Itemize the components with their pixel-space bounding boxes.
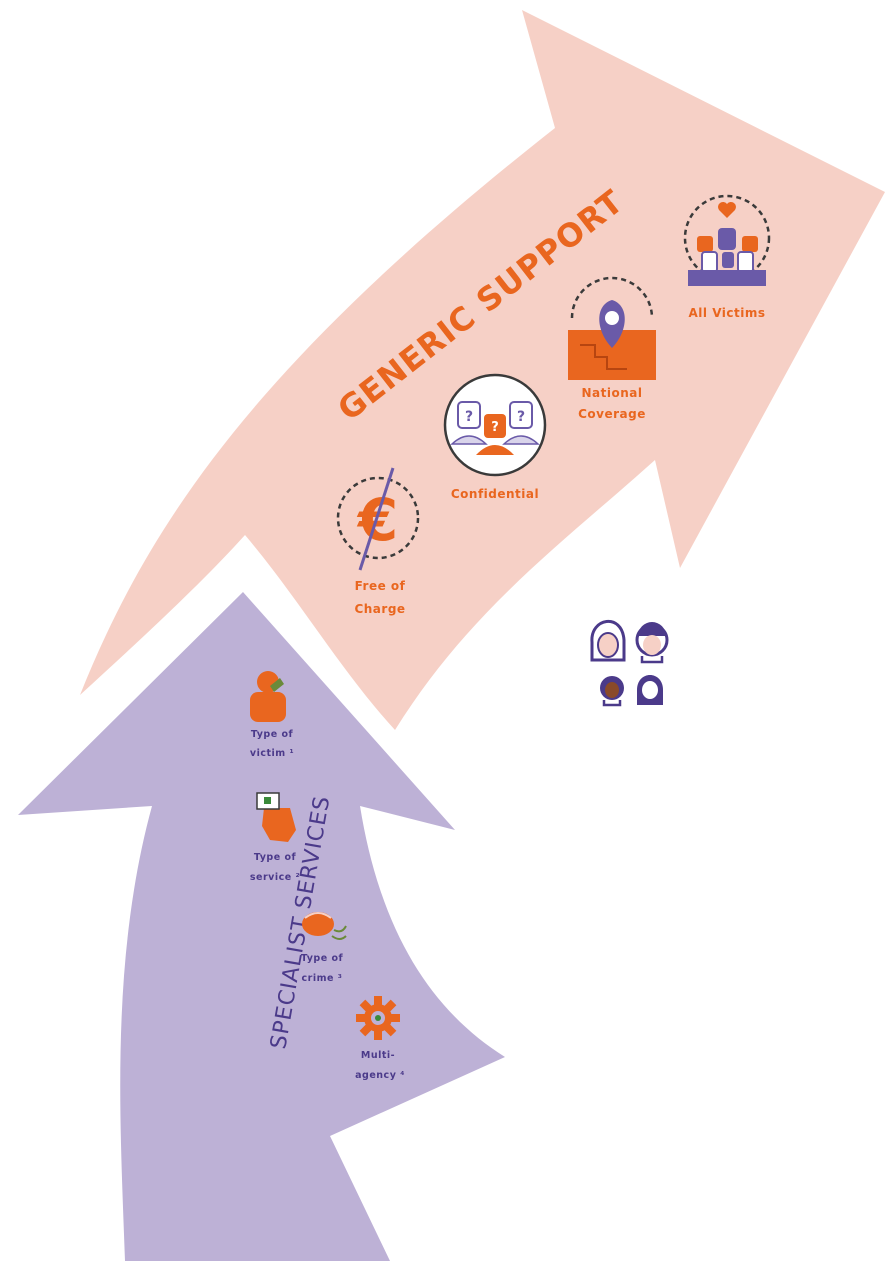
all-victims-label: All Victims [689, 306, 766, 320]
national-coverage-label-2: Coverage [578, 407, 646, 421]
diverse-faces-icon [590, 620, 669, 707]
all-victims-group-icon [683, 194, 771, 286]
type-of-crime-label-1: Type of [301, 953, 344, 964]
euro-crossed-icon: € [336, 467, 420, 571]
type-of-victim-label-1: Type of [251, 729, 294, 740]
type-of-service-label-2: service ² [250, 872, 300, 883]
svg-text:?: ? [465, 409, 473, 425]
map-pin-icon [568, 276, 656, 380]
free-of-charge-label-2: Charge [354, 602, 405, 616]
confidential-people-icon: ? ? ? [443, 373, 547, 477]
victim-person-icon [250, 671, 286, 722]
multi-agency-gear-icon [356, 996, 400, 1040]
service-map-icon [256, 792, 296, 842]
free-of-charge-label-1: Free of [355, 579, 406, 593]
national-coverage-label-1: National [582, 386, 643, 400]
crime-fist-icon [302, 912, 347, 940]
confidential-label: Confidential [451, 487, 539, 501]
svg-text:?: ? [491, 420, 499, 435]
type-of-crime-label-2: crime ³ [302, 973, 343, 984]
svg-text:?: ? [517, 409, 525, 425]
multi-agency-label-1: Multi- [361, 1050, 395, 1061]
type-of-service-label-1: Type of [254, 852, 297, 863]
specialist-services-arrow [18, 592, 505, 1261]
generic-support-arrow [80, 10, 885, 730]
type-of-victim-label-2: victim ¹ [250, 748, 294, 759]
multi-agency-label-2: agency ⁴ [355, 1070, 405, 1081]
